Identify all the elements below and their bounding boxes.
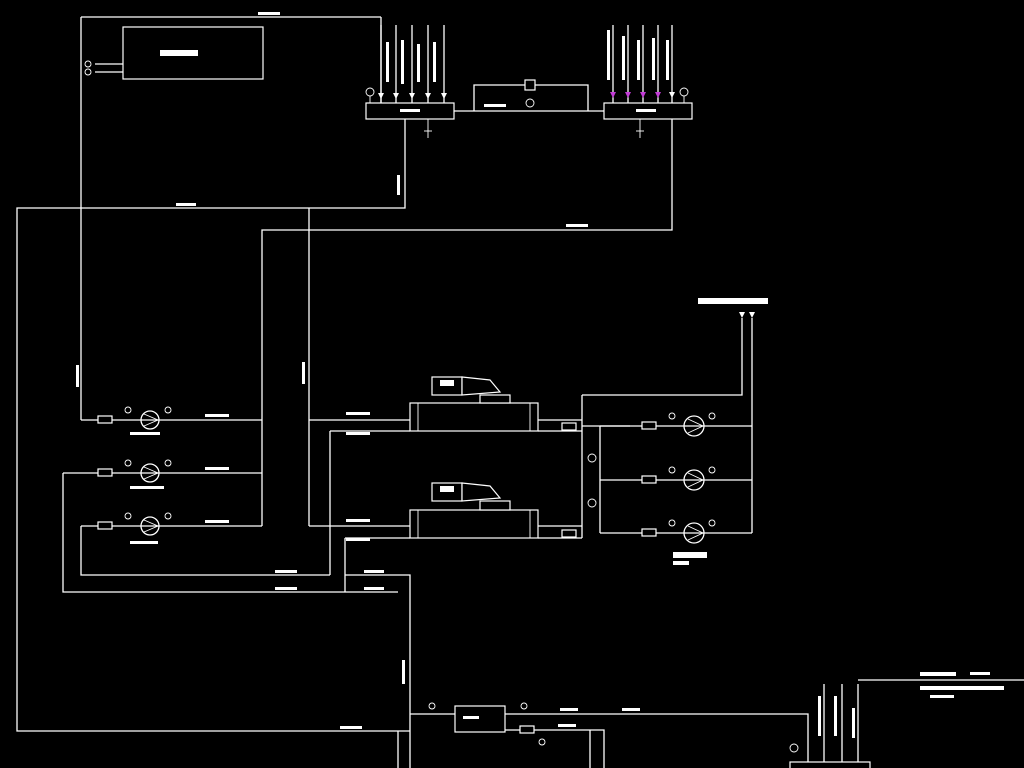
lower-manifold-body — [789, 761, 871, 768]
right-pump-row-2 — [600, 466, 752, 491]
header-label-mark — [258, 12, 280, 15]
bypass-line — [454, 79, 604, 112]
pump-row-3 — [62, 473, 345, 593]
valve-icon — [84, 68, 92, 76]
gauge-icon — [587, 453, 597, 463]
chiller-2-body — [409, 509, 539, 539]
lower-right-manifold — [789, 672, 1024, 768]
bypass-gauge-icon — [525, 98, 535, 108]
valve-icon — [84, 60, 92, 68]
bypass-valve-icon — [524, 79, 536, 91]
exchanger-body — [454, 705, 506, 733]
chiller-1-body — [409, 402, 539, 432]
distribution-pipes — [16, 119, 673, 732]
right-pump-row-3 — [600, 519, 752, 544]
gauge-icon — [789, 743, 799, 753]
pump-row-2 — [63, 459, 262, 489]
gauge-icon — [365, 87, 375, 97]
gauge-icon — [587, 498, 597, 508]
right-pump-row-1 — [600, 412, 752, 437]
left-pump-group — [62, 406, 345, 593]
gauge-icon — [679, 87, 689, 97]
chiller-2 — [309, 431, 582, 592]
top-left-equipment — [80, 12, 382, 420]
lower-exchanger — [340, 570, 809, 768]
chiller-1 — [309, 376, 630, 435]
right-pump-group — [581, 298, 768, 565]
pump-group-label-mark — [673, 552, 707, 558]
tower-label-mark — [698, 298, 768, 304]
equipment-box-label-mark — [160, 50, 198, 56]
manifold-left — [365, 25, 455, 138]
manifold-right — [603, 25, 693, 138]
pump-row-1 — [81, 406, 262, 435]
